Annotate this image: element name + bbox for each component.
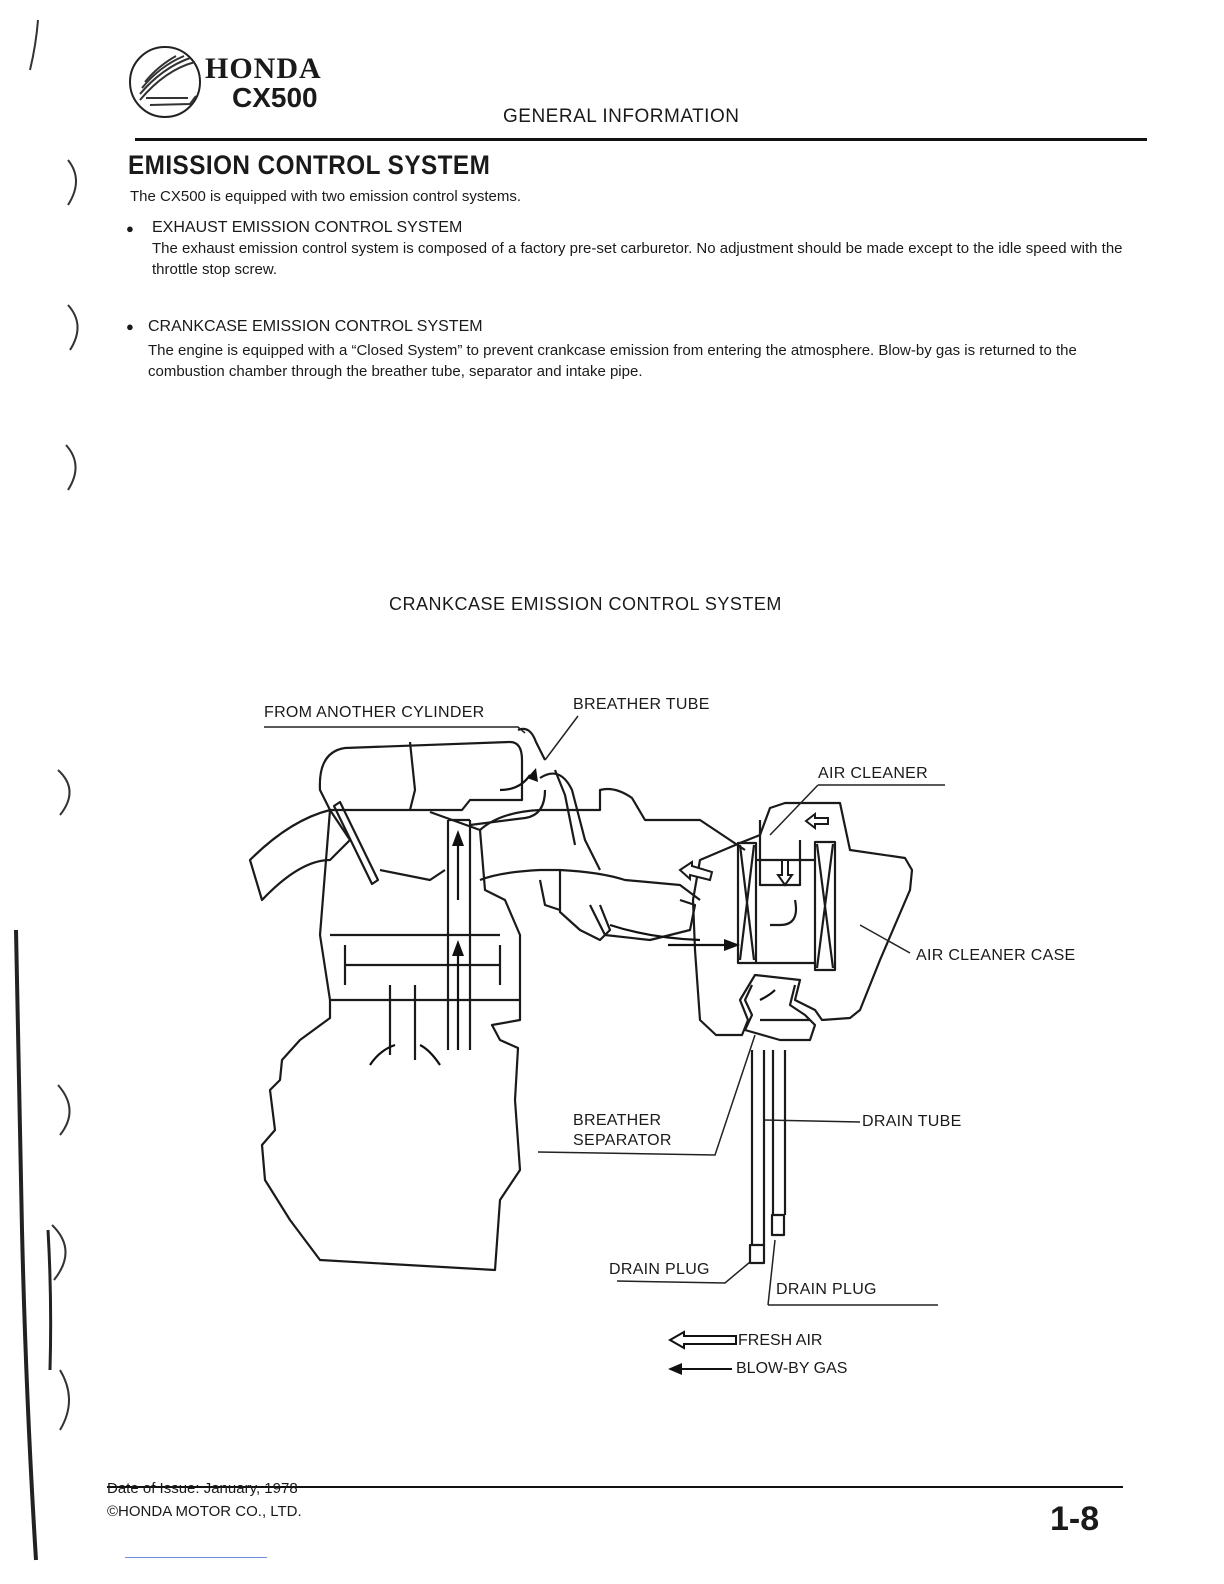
legend-fresh-air: FRESH AIR bbox=[738, 1332, 823, 1349]
label-breather-separator-line1: BREATHER bbox=[573, 1112, 662, 1129]
intake-pipe bbox=[479, 787, 746, 851]
issue-date: Date of Issue: January, 1978 bbox=[107, 1480, 298, 1497]
link-underline bbox=[125, 1557, 267, 1558]
label-drain-plug-left: DRAIN PLUG bbox=[609, 1261, 710, 1278]
cylinder-head bbox=[318, 740, 524, 812]
exhaust-port bbox=[248, 808, 352, 902]
cylinder-body bbox=[318, 809, 522, 1002]
crankcase-heading: CRANKCASE EMISSION CONTROL SYSTEM bbox=[148, 318, 483, 335]
drain-tube-right bbox=[771, 1050, 787, 1215]
label-drain-tube: DRAIN TUBE bbox=[862, 1113, 962, 1130]
legend-blow-by-gas: BLOW-BY GAS bbox=[736, 1360, 848, 1377]
solid-arrow-icon bbox=[668, 1363, 732, 1375]
page-number: 1-8 bbox=[1050, 1500, 1100, 1538]
brand-name: HONDA bbox=[205, 52, 322, 85]
section-title: GENERAL INFORMATION bbox=[503, 106, 740, 127]
label-air-cleaner: AIR CLEANER bbox=[818, 765, 928, 782]
air-cleaner-element bbox=[736, 841, 758, 965]
label-breather-separator-line2: SEPARATOR bbox=[573, 1132, 672, 1149]
air-cleaner-case bbox=[691, 801, 914, 1037]
bullet-icon: ● bbox=[126, 319, 134, 334]
copyright: ©HONDA MOTOR CO., LTD. bbox=[107, 1503, 302, 1520]
exhaust-heading: EXHAUST EMISSION CONTROL SYSTEM bbox=[152, 219, 463, 236]
label-from-another-cylinder: FROM ANOTHER CYLINDER bbox=[264, 704, 485, 721]
drain-tube-left bbox=[750, 1050, 766, 1245]
hollow-arrow-icon bbox=[667, 1330, 737, 1350]
label-breather-tube: BREATHER TUBE bbox=[573, 696, 710, 713]
label-air-cleaner-case: AIR CLEANER CASE bbox=[916, 947, 1076, 964]
page-title: EMISSION CONTROL SYSTEM bbox=[128, 150, 491, 180]
breather-tube bbox=[517, 727, 601, 871]
intro-text: The CX500 is equipped with two emission … bbox=[130, 188, 522, 205]
crankcase-paragraph: The engine is equipped with a “Closed Sy… bbox=[148, 342, 1077, 380]
crankcase bbox=[260, 1000, 522, 1272]
header-divider bbox=[135, 138, 1147, 141]
footer-divider bbox=[107, 1486, 1123, 1488]
bullet-icon: ● bbox=[126, 221, 134, 236]
label-drain-plug-right: DRAIN PLUG bbox=[776, 1281, 877, 1298]
exhaust-paragraph: The exhaust emission control system is c… bbox=[152, 240, 1123, 278]
breather-separator bbox=[743, 984, 817, 1042]
carburetor bbox=[538, 879, 697, 942]
breather-passage bbox=[446, 818, 472, 1050]
diagram-title: CRANKCASE EMISSION CONTROL SYSTEM bbox=[389, 594, 782, 614]
model-name: CX500 bbox=[232, 82, 318, 113]
